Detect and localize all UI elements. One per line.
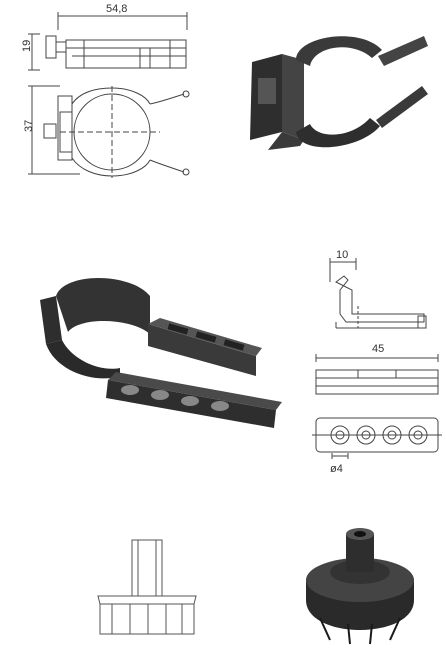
clip-top-view — [28, 85, 190, 178]
dim-label-depth: 37 — [23, 120, 35, 132]
strip-hole-2 — [151, 390, 169, 400]
clip-with-strips-3d-render — [40, 278, 282, 428]
cap-3d-render — [306, 528, 414, 645]
strip-hole-1 — [121, 385, 139, 395]
cap-3d-stem — [346, 534, 374, 572]
clip-knob — [45, 35, 57, 59]
cap-base — [99, 603, 195, 635]
strip-side-view — [329, 258, 427, 329]
strip-front-body — [315, 369, 439, 395]
clip-side-view — [28, 12, 188, 71]
dim-label-width: 54,8 — [106, 3, 127, 15]
clip-body-side — [65, 39, 187, 69]
dim-label-offset: 10 — [336, 249, 348, 261]
dim-label-length: 45 — [372, 343, 384, 355]
strip-length-view — [315, 354, 439, 395]
dim-label-height: 19 — [21, 40, 33, 52]
dim-label-hole: ø4 — [330, 463, 343, 475]
cap-line-drawing — [97, 539, 197, 635]
strip-top-view — [312, 417, 442, 459]
cap-stem — [131, 539, 163, 597]
strip-hole-4 — [211, 401, 229, 411]
clip-knob-top — [43, 123, 57, 139]
upper-strip — [148, 324, 256, 376]
strip-hole-3 — [181, 396, 199, 406]
clip-3d-render — [250, 36, 428, 150]
